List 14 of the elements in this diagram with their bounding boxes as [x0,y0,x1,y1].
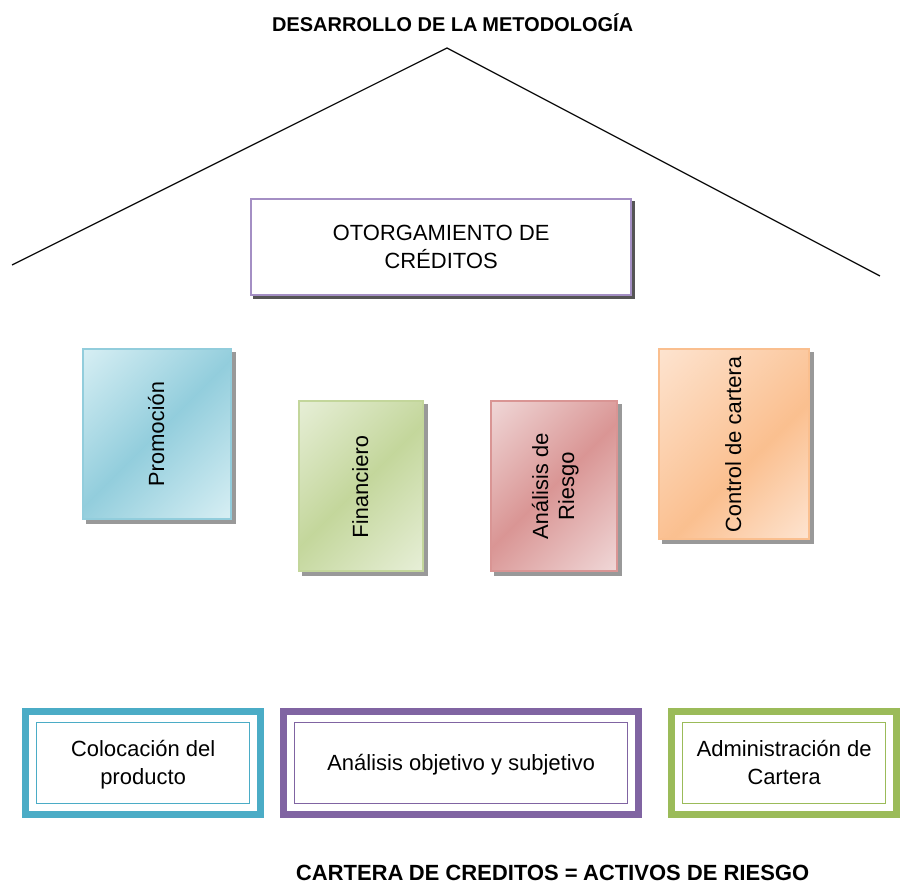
outcome-box [22,708,264,818]
diagram-title: DESARROLLO DE LA METODOLOGÍA [270,14,634,37]
caption: CARTERA DE CREDITOS = ACTIVOS DE RIESGO [294,860,810,886]
box-label: Administración de Cartera [696,735,872,791]
box-label: Control de cartera [721,356,747,532]
box-label: Análisis de Riesgo [528,432,580,542]
box-label: Financiero [348,434,374,538]
box-label: OTORGAMIENTO DE CRÉDITOS [332,219,550,275]
box-label: Colocación del producto [70,735,216,791]
box-label: Promoción [144,381,170,487]
outcome-box [668,708,900,818]
box-label: Análisis objetivo y subjetivo [327,749,595,777]
title-box [250,198,632,296]
outcome-box [280,708,642,818]
